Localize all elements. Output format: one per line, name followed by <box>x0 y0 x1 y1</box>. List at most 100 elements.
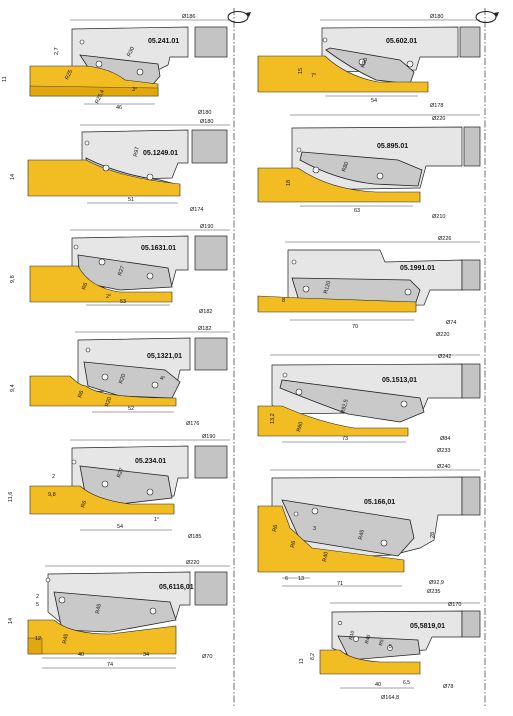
dimension-label: R27 <box>117 265 126 277</box>
dimension-label: 6 <box>285 576 288 582</box>
dimension-label: 34 <box>143 652 149 658</box>
dimension-label: 54 <box>371 98 377 104</box>
dimension-label: Ø220 <box>186 560 199 566</box>
dimension-label: Ø180 <box>430 14 443 20</box>
dimension-label: 1° <box>154 517 159 523</box>
dimension-label: 05.602.01 <box>386 38 417 45</box>
dimension-label: 73 <box>342 436 348 442</box>
profile-05-166-01: Ø240 05.166,01 28 R6 R6 R45 R40 3 6 13 7… <box>257 464 481 595</box>
profile-05-602-01: Ø180 05.602.01 15 R90 7° 54 Ø178 <box>257 14 481 109</box>
dimension-label: 2 <box>52 474 55 480</box>
profile-05-1321-01: Ø182 05,1321,01 9,4 R6 R20 R20 4° 52 Ø17… <box>10 326 230 427</box>
dimension-label: R10 <box>348 630 356 641</box>
dimension-label: Ø84 <box>440 436 450 442</box>
dimension-label: 70 <box>352 324 358 330</box>
dimension-label: R20 <box>104 396 113 408</box>
profile-05-1631-01: Ø190 05.1631.01 9,8 R27 R6 2° 53 Ø182 <box>10 224 230 315</box>
profile-05-234-01: Ø190 05.234.01 2 11,6 9,8 R27 R6 1° 54 Ø… <box>8 434 230 540</box>
dimension-label: R120 <box>323 280 332 294</box>
dimension-label: 05.166,01 <box>364 499 395 506</box>
profile-05-6116-01: Ø220 05,6116,01 2 5 14 R45 R45 12 40 34 … <box>8 560 230 669</box>
profile-05-241-01: Ø186 05.241.01 11 2,7 R30 R25 R25,4 3° 4… <box>2 14 230 116</box>
profile-05-895-01: Ø220 05.895.01 18 R80 63 Ø210 <box>257 114 481 220</box>
dimension-label: 28 <box>430 532 436 538</box>
dimension-label: 5 <box>389 644 392 650</box>
dimension-label: 46 <box>116 105 122 111</box>
dimension-label: 6,5 <box>403 680 410 686</box>
dimension-label: Ø70 <box>202 654 212 660</box>
dimension-label: Ø92,9 <box>429 580 444 586</box>
dimension-label: R40 <box>364 634 372 645</box>
profile-code: 05.241.01 <box>148 38 179 45</box>
dimension-label: 52 <box>128 406 134 412</box>
rotation-left-icon <box>227 10 251 24</box>
profile-05-1249-01: Ø180 05.1249.01 14 R97 51 Ø174 <box>10 119 230 213</box>
dimension-label: 05,5819,01 <box>410 623 445 630</box>
dimension-label: Ø74 <box>446 320 456 326</box>
dimension-label: 9,4 <box>10 384 16 392</box>
dimension-label: R6 <box>80 500 88 509</box>
dimension-label: R97 <box>133 146 141 157</box>
dimension-label: 9,8 <box>10 275 16 283</box>
dimension-label: Ø190 <box>200 224 213 230</box>
dimension-label: Ø210 <box>432 214 445 220</box>
dimension-label: 4° <box>160 376 165 382</box>
dimension-label: Ø235 <box>427 589 440 595</box>
dimension-label: R45 <box>62 633 70 644</box>
dimension-label: Ø164,8 <box>381 695 399 701</box>
dimension-label: 18 <box>286 180 292 186</box>
dimension-label: R45 <box>358 529 366 540</box>
dimension-label: R60 <box>296 421 304 432</box>
rotation-right-icon <box>475 10 499 24</box>
dimension-label: R20 <box>118 373 127 385</box>
dimension-label: 11 <box>2 76 8 82</box>
dimension-label: Ø185 <box>188 534 201 540</box>
dimension-label: R40 <box>322 551 330 562</box>
dimension-label: R90 <box>360 57 369 69</box>
dimension-label: 12 <box>35 636 41 642</box>
dimension-label: Ø226 <box>438 236 451 242</box>
dimension-label: Ø78 <box>443 684 453 690</box>
dimension-label: Ø176 <box>186 421 199 427</box>
profile-05-1513-01: Ø242 05.1513,01 13,2 R92,5 R60 73 Ø84 Ø2… <box>257 354 481 454</box>
dimension-label: Ø220 <box>436 332 449 338</box>
dimension-label: 9,8 <box>48 492 56 498</box>
dimension-label: R25 <box>64 69 74 81</box>
dimension-label: 3 <box>313 526 316 532</box>
dimension-label: 71 <box>337 581 343 587</box>
dimension-label: R6 <box>81 282 89 291</box>
dimension-label: 14 <box>8 618 14 624</box>
dimension-label: 2° <box>106 294 111 300</box>
dimension-label: 05.1991.01 <box>400 265 435 272</box>
dimension-label: 8,2 <box>310 653 316 660</box>
dimension-label: 7° <box>311 73 316 79</box>
dimension-label: 40 <box>78 652 84 658</box>
dimension-label: 40 <box>375 682 381 688</box>
dimension-label: R45 <box>95 603 103 614</box>
dimension-label: Ø233 <box>437 448 450 454</box>
dimension-label: R5 <box>378 639 386 647</box>
dimension-label: R80 <box>341 161 350 173</box>
profile-05-1991-01: Ø226 05.1991.01 R120 8 70 Ø74 Ø220 <box>257 236 481 338</box>
dim-label: Ø186 <box>182 14 195 20</box>
dimension-label: 11,6 <box>8 492 14 502</box>
dimension-label: 53 <box>120 299 126 305</box>
dimension-label: Ø242 <box>438 354 451 360</box>
dimension-label: 3° <box>132 87 137 93</box>
dimension-label: 05.895.01 <box>377 143 408 150</box>
dimension-label: Ø180 <box>200 119 213 125</box>
dimension-label: R25,4 <box>94 89 106 105</box>
dimension-label: R6 <box>77 390 85 399</box>
dimension-label: 14 <box>10 174 16 180</box>
dimension-label: 05.1249.01 <box>143 150 178 157</box>
dimension-label: 54 <box>117 524 123 530</box>
dimension-label: Ø180 <box>198 110 211 116</box>
dimension-label: R92,5 <box>340 399 350 415</box>
dimension-label: 05,1321,01 <box>147 353 182 360</box>
profile-05-5819-01: Ø170 05,5819,01 R10 R40 R5 5 8,2 13 6,5 … <box>299 602 481 701</box>
dimension-label: 2 <box>36 594 39 600</box>
dimension-label: 13,2 <box>270 413 276 424</box>
dimension-label: R6 <box>290 540 297 548</box>
